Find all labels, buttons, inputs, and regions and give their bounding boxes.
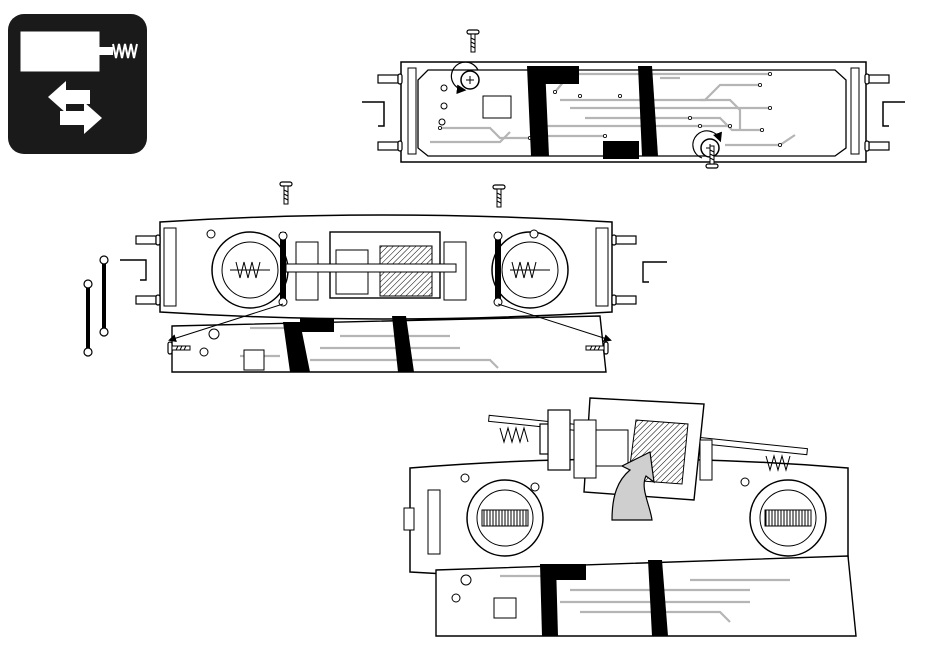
screw-icon <box>493 185 505 207</box>
step-replace-motor <box>404 398 856 636</box>
swap-component-icon <box>8 14 147 154</box>
screw-icon <box>280 182 292 204</box>
screw-icon <box>467 30 479 52</box>
step-remove-pcb <box>362 30 905 168</box>
step-remove-chassis-cover <box>84 182 667 372</box>
bracket-icon <box>84 280 92 356</box>
bracket-icon <box>100 256 108 336</box>
